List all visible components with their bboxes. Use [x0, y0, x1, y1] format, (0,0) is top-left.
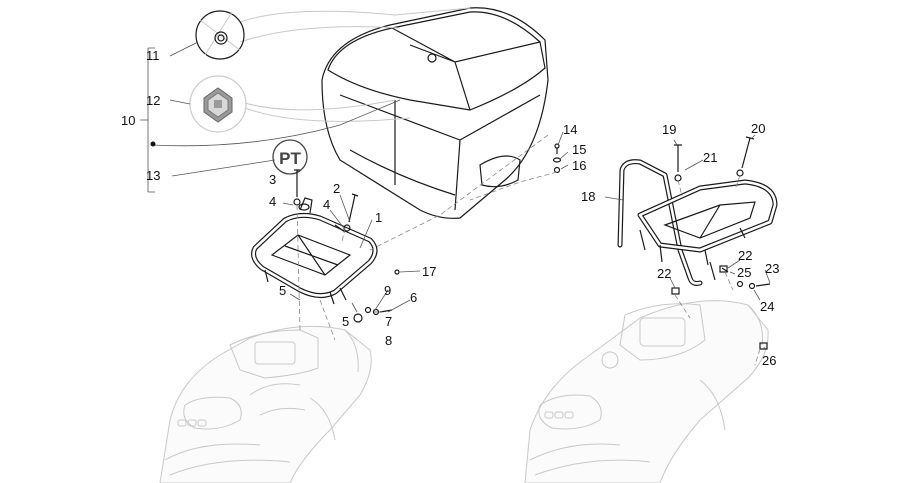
callout-20: 20 — [751, 121, 765, 136]
right-bolts — [552, 136, 771, 290]
lock-detail-circle — [195, 10, 245, 60]
callout-11: 11 — [146, 48, 160, 63]
callout-15: 15 — [572, 142, 586, 157]
callout-8: 8 — [385, 333, 392, 348]
callout-18: 18 — [581, 189, 595, 204]
left-rack — [251, 197, 400, 323]
pt-badge: PT — [272, 139, 308, 175]
right-rack — [617, 159, 778, 350]
callout-21: 21 — [703, 150, 717, 165]
callout-23: 23 — [765, 261, 779, 276]
callout-19: 19 — [662, 122, 676, 137]
callout-5-lower: 5 — [342, 314, 349, 329]
callout-6: 6 — [410, 290, 417, 305]
callout-2: 2 — [333, 181, 340, 196]
callout-17: 17 — [422, 264, 436, 279]
scooter-left-ghost — [159, 325, 372, 483]
top-case-leaders — [151, 7, 471, 147]
callout-16: 16 — [572, 158, 586, 173]
callout-12: 12 — [146, 93, 160, 108]
callout-13: 13 — [146, 168, 160, 183]
callout-1: 1 — [375, 210, 382, 225]
callout-22-left: 22 — [657, 266, 671, 281]
callout-26: 26 — [762, 353, 776, 368]
callout-5-left: 5 — [279, 283, 286, 298]
left-lights-group — [177, 419, 207, 427]
callout-25: 25 — [737, 265, 751, 280]
badge-label: PT — [279, 149, 301, 168]
callout-10: 10 — [121, 113, 135, 128]
emblem-detail-circle — [189, 75, 247, 133]
callout-22-right: 22 — [738, 248, 752, 263]
callout-leaders — [282, 131, 771, 351]
assembly-dashed-lines — [296, 134, 761, 366]
callout-labels: 1 2 3 4 4 5 5 6 7 8 9 10 11 12 13 14 15 … — [121, 48, 779, 368]
callout-9: 9 — [384, 283, 391, 298]
right-lights-group — [544, 411, 574, 419]
group-bracket-10 — [140, 41, 276, 193]
top-case — [321, 7, 549, 219]
callout-24: 24 — [760, 299, 774, 314]
callout-4-left: 4 — [269, 194, 276, 209]
callout-4-right: 4 — [323, 197, 330, 212]
callout-14: 14 — [563, 122, 577, 137]
callout-7: 7 — [385, 314, 392, 329]
scooter-right-ghost — [524, 300, 769, 483]
callout-3: 3 — [269, 172, 276, 187]
